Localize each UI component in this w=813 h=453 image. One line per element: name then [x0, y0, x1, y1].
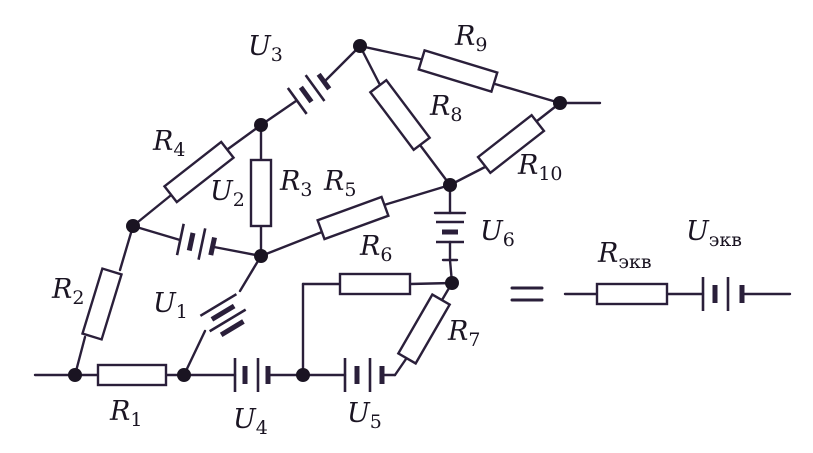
resistor-r7 — [396, 292, 452, 366]
junction-node — [68, 368, 82, 382]
battery-u6 — [436, 220, 464, 244]
label-r8: R8 — [429, 91, 462, 126]
labels: R1 R2 R3 R4 R5 R6 R7 R8 R9 R10 U1 U2 U3 … — [51, 21, 742, 439]
label-r10: R10 — [517, 150, 563, 185]
resistor-r4 — [162, 140, 236, 204]
label-r6: R6 — [359, 231, 392, 266]
label-u6: U6 — [480, 216, 515, 251]
wires — [33, 44, 792, 377]
label-r1: R1 — [109, 396, 142, 431]
label-u4: U4 — [233, 404, 268, 439]
resistor-r5 — [316, 195, 390, 241]
resistor-r3 — [249, 158, 273, 228]
junction-node — [254, 249, 268, 263]
junction-node — [126, 219, 140, 233]
label-u5: U5 — [347, 398, 382, 433]
label-r-ekv: Rэкв — [597, 238, 652, 273]
battery-u2 — [175, 223, 217, 260]
label-r5: R5 — [323, 166, 356, 201]
junction-node — [254, 118, 268, 132]
resistor-r10 — [476, 113, 546, 175]
label-u3: U3 — [248, 31, 283, 66]
junction-node — [296, 368, 310, 382]
label-r9: R9 — [454, 21, 487, 56]
resistor-r1 — [96, 363, 168, 387]
label-r3: R3 — [279, 166, 312, 201]
resistor-r8 — [368, 78, 432, 152]
label-u-ekv: Uэкв — [686, 216, 742, 251]
junction-node — [353, 39, 367, 53]
resistor-r9 — [417, 48, 499, 94]
label-u2: U2 — [210, 176, 245, 211]
resistor-r2 — [80, 267, 124, 341]
resistors — [80, 48, 669, 387]
battery-u3 — [286, 72, 332, 115]
junction-node — [553, 96, 567, 110]
resistor-r6 — [338, 272, 412, 296]
battery-u-ekv — [701, 277, 745, 311]
label-r4: R4 — [152, 126, 185, 161]
label-r2: R2 — [51, 274, 84, 309]
resistor-r-ekv — [595, 282, 669, 306]
battery-u5 — [343, 358, 385, 392]
label-u1: U1 — [153, 288, 188, 323]
batteries — [175, 72, 745, 392]
junction-node — [443, 178, 457, 192]
battery-u1 — [199, 293, 247, 337]
label-r7: R7 — [447, 316, 480, 351]
junction-node — [177, 368, 191, 382]
battery-u4 — [233, 358, 271, 392]
junction-node — [445, 276, 459, 290]
nodes — [68, 39, 567, 382]
